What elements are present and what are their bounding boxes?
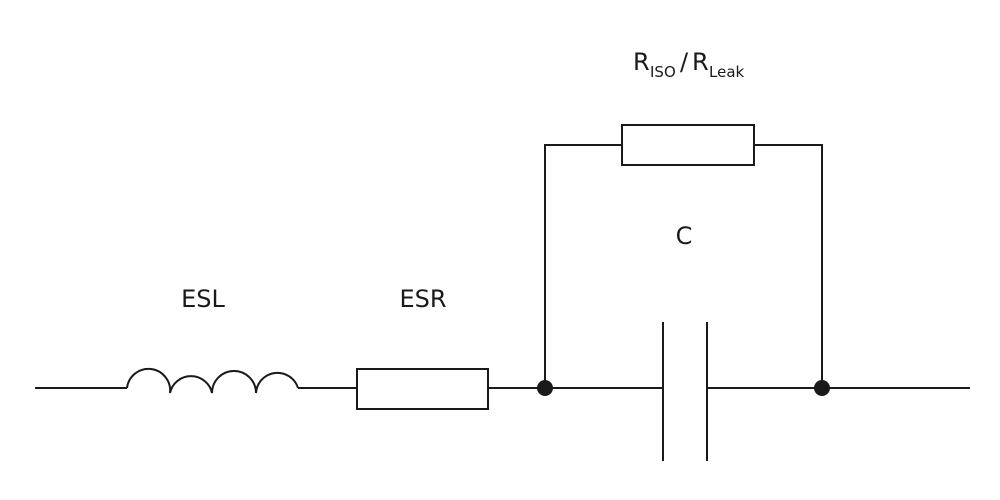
inductor-esl: [126, 367, 299, 394]
junction-left: [537, 380, 553, 396]
wire-parallel-right: [754, 144, 823, 388]
label-capacitance: C: [676, 222, 693, 250]
label-esl: ESL: [181, 285, 225, 313]
wire-parallel-left: [544, 144, 622, 388]
resistor-esr: [356, 368, 489, 410]
label-riso-sub: ISO: [650, 63, 676, 81]
label-riso-rleak: R ISO / R Leak: [633, 48, 745, 81]
resistor-riso: [621, 124, 755, 166]
label-esr: ESR: [399, 285, 446, 313]
label-slash: /: [680, 48, 689, 76]
junction-right: [814, 380, 830, 396]
label-rleak-main: R: [692, 48, 709, 76]
label-rleak-sub: Leak: [709, 63, 745, 81]
label-riso-main: R: [633, 48, 650, 76]
